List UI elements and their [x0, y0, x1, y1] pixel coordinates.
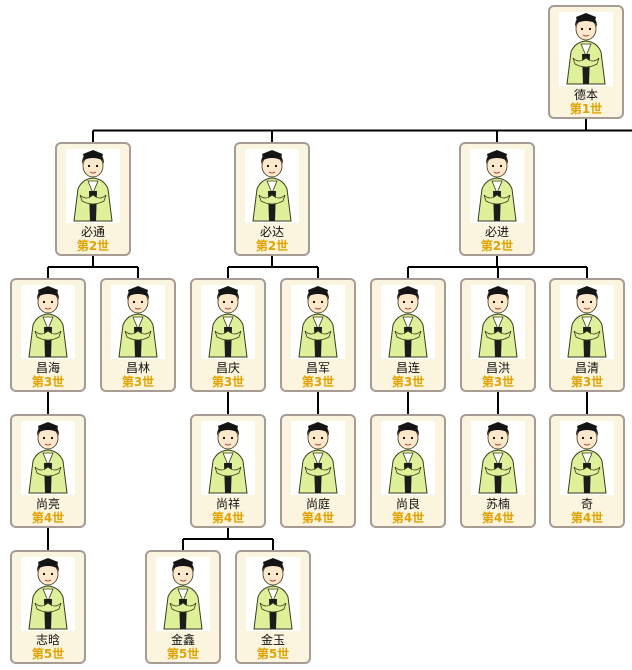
- member-name: 德本: [573, 88, 598, 102]
- ancestor-portrait-icon: [559, 12, 613, 86]
- member-generation: 第5世: [31, 647, 65, 661]
- member-card-n2[interactable]: 必通 第2世: [55, 142, 131, 256]
- member-card-n11[interactable]: 昌清 第3世: [549, 278, 625, 392]
- member-name: 昌林: [125, 361, 150, 375]
- member-card-n14[interactable]: 尚庭 第4世: [280, 414, 356, 528]
- member-name: 昌海: [35, 361, 60, 375]
- member-generation: 第5世: [166, 647, 200, 661]
- member-card-n4[interactable]: 必进 第2世: [459, 142, 535, 256]
- member-generation: 第4世: [31, 511, 65, 525]
- ancestor-portrait-icon: [201, 285, 255, 359]
- member-name: 奇: [580, 497, 593, 511]
- member-name: 必达: [259, 225, 284, 239]
- ancestor-portrait-icon: [66, 149, 120, 223]
- member-name: 昌庆: [215, 361, 240, 375]
- member-card-n13[interactable]: 尚祥 第4世: [190, 414, 266, 528]
- member-name: 昌洪: [485, 361, 510, 375]
- member-card-n3[interactable]: 必达 第2世: [234, 142, 310, 256]
- member-name: 尚祥: [215, 497, 240, 511]
- member-card-n12[interactable]: 尚亮 第4世: [10, 414, 86, 528]
- ancestor-portrait-icon: [470, 149, 524, 223]
- member-generation: 第3世: [121, 375, 155, 389]
- ancestor-portrait-icon: [21, 421, 75, 495]
- member-card-n17[interactable]: 奇 第4世: [549, 414, 625, 528]
- member-generation: 第5世: [256, 647, 290, 661]
- member-name: 志晗: [35, 633, 60, 647]
- member-generation: 第2世: [76, 239, 110, 253]
- member-card-n18[interactable]: 志晗 第5世: [10, 550, 86, 664]
- member-generation: 第4世: [570, 511, 604, 525]
- member-generation: 第3世: [211, 375, 245, 389]
- ancestor-portrait-icon: [471, 421, 525, 495]
- member-card-n20[interactable]: 金玉 第5世: [235, 550, 311, 664]
- ancestor-portrait-icon: [381, 421, 435, 495]
- member-card-n10[interactable]: 昌洪 第3世: [460, 278, 536, 392]
- ancestor-portrait-icon: [381, 285, 435, 359]
- member-name: 昌军: [305, 361, 330, 375]
- member-generation: 第1世: [569, 102, 603, 116]
- member-name: 昌连: [395, 361, 420, 375]
- member-name: 金玉: [260, 633, 285, 647]
- member-card-n8[interactable]: 昌军 第3世: [280, 278, 356, 392]
- member-card-n1[interactable]: 德本 第1世: [548, 5, 624, 119]
- member-generation: 第3世: [31, 375, 65, 389]
- member-generation: 第3世: [391, 375, 425, 389]
- member-name: 尚亮: [35, 497, 60, 511]
- member-name: 昌清: [574, 361, 599, 375]
- ancestor-portrait-icon: [156, 557, 210, 631]
- ancestor-portrait-icon: [245, 149, 299, 223]
- member-card-n16[interactable]: 苏楠 第4世: [460, 414, 536, 528]
- member-generation: 第4世: [391, 511, 425, 525]
- member-name: 尚良: [395, 497, 420, 511]
- member-card-n7[interactable]: 昌庆 第3世: [190, 278, 266, 392]
- member-name: 尚庭: [305, 497, 330, 511]
- member-generation: 第2世: [480, 239, 514, 253]
- member-generation: 第4世: [481, 511, 515, 525]
- member-generation: 第4世: [211, 511, 245, 525]
- member-generation: 第3世: [481, 375, 515, 389]
- member-card-n19[interactable]: 金鑫 第5世: [145, 550, 221, 664]
- member-card-n5[interactable]: 昌海 第3世: [10, 278, 86, 392]
- ancestor-portrait-icon: [201, 421, 255, 495]
- ancestor-portrait-icon: [560, 285, 614, 359]
- member-generation: 第3世: [301, 375, 335, 389]
- ancestor-portrait-icon: [471, 285, 525, 359]
- member-name: 必通: [80, 225, 105, 239]
- member-name: 必进: [484, 225, 509, 239]
- member-name: 苏楠: [485, 497, 510, 511]
- member-card-n6[interactable]: 昌林 第3世: [100, 278, 176, 392]
- member-name: 金鑫: [170, 633, 195, 647]
- member-card-n15[interactable]: 尚良 第4世: [370, 414, 446, 528]
- member-generation: 第2世: [255, 239, 289, 253]
- member-generation: 第4世: [301, 511, 335, 525]
- ancestor-portrait-icon: [111, 285, 165, 359]
- ancestor-portrait-icon: [560, 421, 614, 495]
- ancestor-portrait-icon: [246, 557, 300, 631]
- ancestor-portrait-icon: [291, 421, 345, 495]
- ancestor-portrait-icon: [291, 285, 345, 359]
- member-generation: 第3世: [570, 375, 604, 389]
- ancestor-portrait-icon: [21, 285, 75, 359]
- member-card-n9[interactable]: 昌连 第3世: [370, 278, 446, 392]
- ancestor-portrait-icon: [21, 557, 75, 631]
